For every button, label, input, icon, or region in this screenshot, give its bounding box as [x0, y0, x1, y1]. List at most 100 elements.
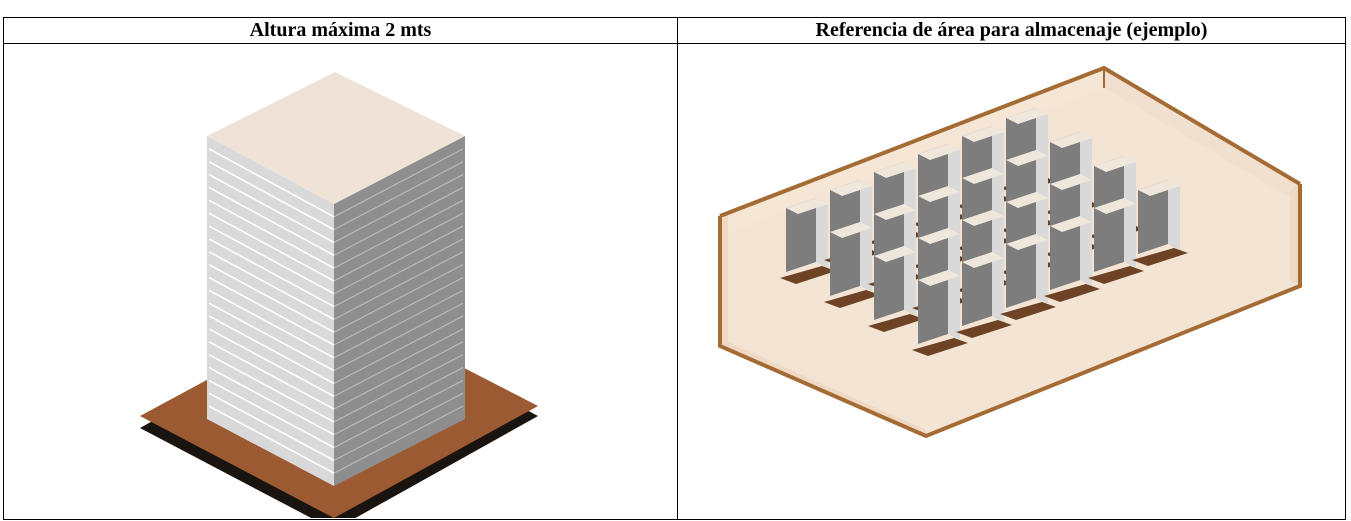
unit-front-face — [786, 198, 816, 272]
box-layer-line-side — [333, 341, 464, 410]
box-layer-line-side — [333, 354, 464, 423]
storage-unit — [1132, 180, 1188, 266]
box-layer-line-side — [333, 148, 464, 218]
box-layer-line-front — [208, 289, 335, 359]
storage-room-layout-illustration — [718, 65, 1302, 439]
unit-side-face — [904, 246, 916, 316]
unit-side-face — [948, 270, 960, 340]
unit-pallet — [1044, 284, 1100, 302]
room-back-wall-right — [1104, 68, 1300, 204]
unit-front-face — [962, 252, 992, 326]
box-layer-line-side — [333, 276, 464, 346]
box-layer-line-front — [208, 353, 335, 423]
header-storage-area-reference: Referencia de área para almacenaje (ejem… — [677, 17, 1346, 44]
box-layer-line-side — [333, 367, 464, 436]
box-layer-line-side — [333, 174, 464, 243]
unit-pallet — [912, 338, 968, 356]
box-layer-line-front — [208, 251, 335, 321]
storage-unit — [1088, 198, 1144, 284]
box-layer-line-front — [208, 405, 335, 474]
unit-front-face — [1138, 180, 1168, 254]
unit-top-face — [918, 144, 960, 160]
storage-unit — [868, 246, 924, 332]
box-layer-line-front — [208, 238, 335, 308]
unit-pallet — [1088, 266, 1144, 284]
box-layer-line-side — [333, 289, 464, 359]
box-layer-line-front — [208, 225, 335, 295]
left-figure-cell — [3, 43, 678, 520]
box-layer-line-front — [208, 276, 335, 346]
unit-top-face — [1050, 216, 1092, 232]
table-header-row: Altura máxima 2 mts Referencia de área p… — [3, 17, 1346, 44]
storage-units-group — [780, 108, 1188, 356]
box-layer-line-front — [208, 379, 335, 449]
unit-top-face — [1094, 156, 1136, 172]
unit-pallet — [868, 314, 924, 332]
storage-unit — [1044, 216, 1100, 302]
unit-top-face — [1006, 192, 1048, 208]
box-layer-line-side — [333, 328, 464, 397]
unit-top-face — [1006, 108, 1048, 124]
unit-side-face — [992, 252, 1004, 322]
unit-side-face — [860, 222, 872, 292]
unit-pallet — [824, 290, 880, 308]
unit-top-face — [830, 222, 872, 238]
box-layer-line-side — [333, 251, 464, 320]
unit-side-face — [1124, 198, 1136, 268]
unit-top-face — [962, 210, 1004, 226]
unit-top-face — [962, 252, 1004, 268]
unit-side-face — [1168, 180, 1180, 250]
stacked-boxes-on-pallet-illustration — [140, 72, 538, 518]
box-layer-line-front — [208, 328, 335, 397]
storage-unit — [912, 270, 968, 356]
box-layer-line-side — [333, 315, 464, 384]
header-max-height: Altura máxima 2 mts — [3, 17, 678, 44]
unit-top-face — [786, 198, 828, 214]
unit-side-face — [1080, 216, 1092, 286]
room-right-wall — [1290, 184, 1300, 286]
unit-front-face — [1094, 198, 1124, 272]
unit-top-face — [918, 228, 960, 244]
box-layer-line-side — [333, 392, 464, 461]
box-layer-line-front — [208, 148, 335, 218]
unit-front-face — [1050, 216, 1080, 290]
box-layer-line-side — [333, 212, 464, 282]
unit-top-face — [962, 126, 1004, 142]
unit-top-face — [1050, 174, 1092, 190]
unit-side-face — [1036, 234, 1048, 304]
box-layer-line-front — [208, 315, 335, 385]
unit-top-face — [962, 168, 1004, 184]
box-layer-line-front — [208, 302, 335, 372]
box-layer-line-front — [208, 366, 335, 436]
unit-top-face — [1138, 180, 1180, 196]
unit-pallet — [956, 320, 1012, 338]
box-layer-line-side — [333, 405, 464, 474]
box-layer-line-front — [208, 212, 335, 282]
storage-unit — [780, 198, 836, 284]
box-layer-line-side — [333, 264, 464, 333]
unit-top-face — [918, 186, 960, 202]
box-layer-line-side — [333, 302, 464, 372]
room-back-wall-left — [720, 68, 1104, 236]
box-top-face — [207, 72, 465, 204]
box-layer-line-front — [208, 173, 335, 244]
box-layer-line-front — [208, 199, 335, 269]
unit-front-face — [874, 246, 904, 320]
storage-unit — [824, 222, 880, 308]
unit-top-face — [1094, 198, 1136, 214]
unit-pallet — [1000, 302, 1056, 320]
box-layer-line-front — [208, 341, 335, 410]
box-layer-line-front — [208, 263, 335, 333]
unit-pallet — [780, 266, 836, 284]
box-layer-line-side — [333, 225, 464, 295]
box-layer-line-side — [333, 161, 464, 231]
box-layer-line-front — [208, 161, 335, 231]
unit-top-face — [874, 204, 916, 220]
unit-top-face — [830, 180, 872, 196]
unit-front-face — [830, 222, 860, 296]
box-layer-lines — [208, 148, 464, 474]
unit-side-face — [816, 198, 828, 268]
unit-top-face — [1050, 132, 1092, 148]
right-figure-cell — [677, 43, 1346, 520]
storage-unit — [1000, 234, 1056, 320]
